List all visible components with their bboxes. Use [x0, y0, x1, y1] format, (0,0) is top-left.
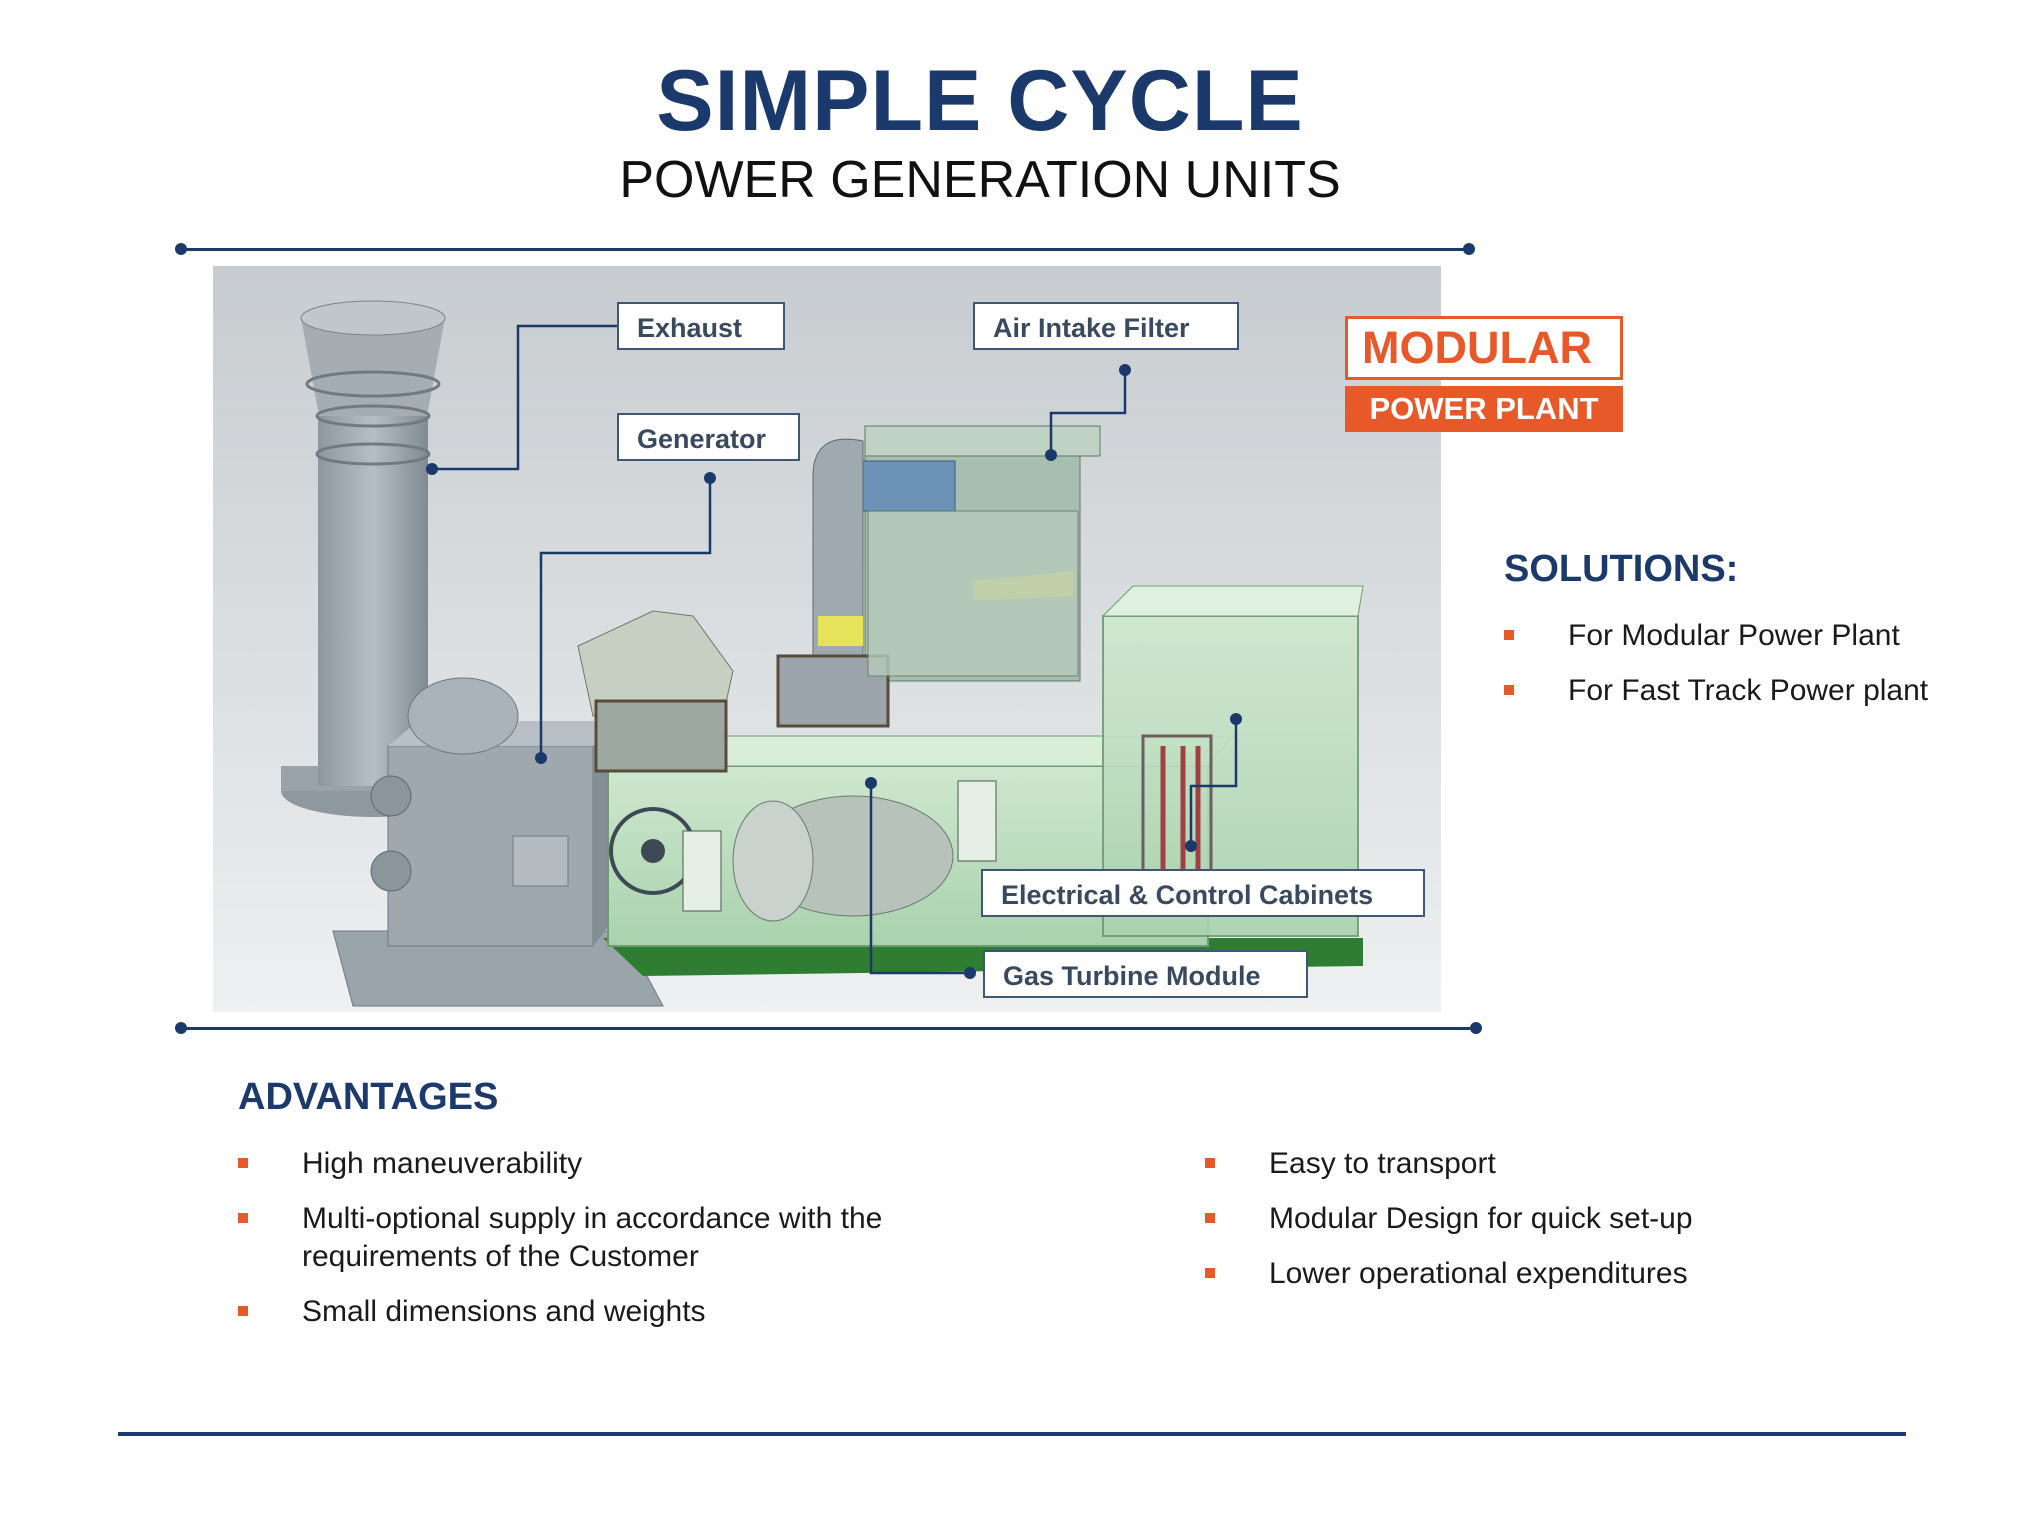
- list-item: High maneuverability: [238, 1145, 938, 1183]
- list-item: Small dimensions and weights: [238, 1293, 938, 1331]
- top-divider-left-dot: [175, 243, 187, 255]
- figure-bottom-right-dot: [1470, 1022, 1482, 1034]
- list-item: Lower operational expenditures: [1205, 1255, 1845, 1293]
- solutions-list: For Modular Power Plant For Fast Track P…: [1504, 617, 1944, 727]
- bullet-square-icon: [238, 1158, 248, 1168]
- bullet-square-icon: [1205, 1213, 1215, 1223]
- vent-hood: [577, 610, 734, 773]
- plant-illustration: [213, 266, 1441, 1012]
- list-item: For Fast Track Power plant: [1504, 672, 1944, 710]
- list-item: Multi-optional supply in accordance with…: [238, 1200, 938, 1276]
- list-item: For Modular Power Plant: [1504, 617, 1944, 655]
- list-item: Modular Design for quick set-up: [1205, 1200, 1845, 1238]
- list-item: Easy to transport: [1205, 1145, 1845, 1183]
- callout-gas-turbine-module: Gas Turbine Module: [983, 950, 1308, 998]
- callout-exhaust: Exhaust: [617, 302, 785, 350]
- callout-air-intake-filter: Air Intake Filter: [973, 302, 1239, 350]
- bullet-square-icon: [1504, 630, 1514, 640]
- figure-bottom-left-dot: [175, 1022, 187, 1034]
- bullet-square-icon: [1504, 685, 1514, 695]
- solutions-heading: SOLUTIONS:: [1504, 548, 1739, 590]
- power-plant-badge: POWER PLANT: [1345, 386, 1623, 432]
- bullet-square-icon: [1205, 1268, 1215, 1278]
- advantages-heading: ADVANTAGES: [238, 1076, 499, 1118]
- bullet-square-icon: [1205, 1158, 1215, 1168]
- top-divider-right-dot: [1463, 243, 1475, 255]
- footer-divider: [118, 1432, 1906, 1436]
- callout-electrical-control-cabinets: Electrical & Control Cabinets: [981, 869, 1425, 917]
- leader-lines: [432, 324, 1238, 975]
- figure-bottom-divider: [180, 1027, 1470, 1030]
- advantages-right-list: Easy to transport Modular Design for qui…: [1205, 1145, 1845, 1310]
- bullet-square-icon: [238, 1213, 248, 1223]
- page-subtitle: POWER GENERATION UNITS: [619, 151, 1341, 209]
- air-intake-house: [776, 425, 1101, 728]
- top-divider: [180, 248, 1470, 251]
- modular-badge: MODULAR: [1345, 316, 1623, 380]
- advantages-left-list: High maneuverability Multi-optional supp…: [238, 1145, 938, 1348]
- bullet-square-icon: [238, 1306, 248, 1316]
- callout-generator: Generator: [617, 413, 800, 461]
- page-title: SIMPLE CYCLE: [656, 53, 1304, 149]
